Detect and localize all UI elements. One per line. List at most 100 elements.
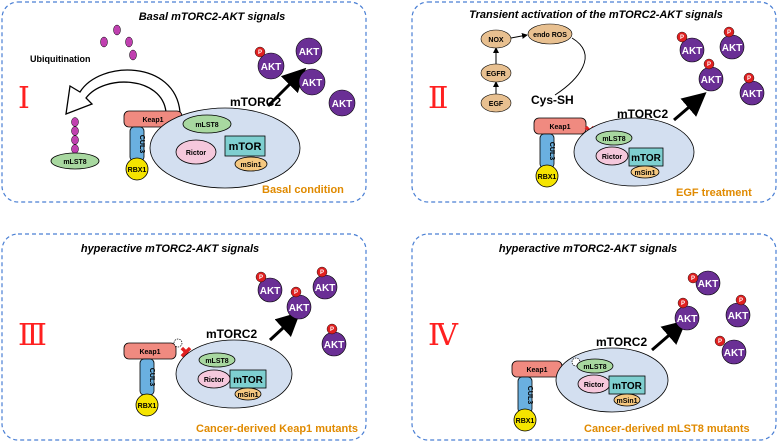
akt-circle xyxy=(295,37,323,65)
mtor-label: mTOR xyxy=(233,375,264,386)
keap1-mutation-mark xyxy=(173,338,183,348)
mtorc2-label: mTORC2 xyxy=(617,107,668,121)
ubiquitin-chain-dot xyxy=(71,126,79,136)
phospho-label: P xyxy=(258,50,262,56)
msin1-label: mSin1 xyxy=(634,170,655,177)
akt-label: AKT xyxy=(302,78,323,89)
mlst8-label: mLST8 xyxy=(205,358,228,365)
akt-label: AKT xyxy=(299,47,320,58)
egfr-label: EGFR xyxy=(486,71,505,78)
ubiquitination-arrow xyxy=(65,69,181,116)
ros-to-cys-line xyxy=(554,37,586,96)
akt-label: AKT xyxy=(701,75,722,86)
mlst8-label: mLST8 xyxy=(583,364,606,371)
keap1-label: Keap1 xyxy=(142,117,163,124)
cul3-label: CUL3 xyxy=(148,368,155,386)
panel-1-border xyxy=(1,1,367,203)
mlst8-oval xyxy=(576,358,614,374)
phospho-dot xyxy=(714,335,726,347)
phospho-label: P xyxy=(707,62,711,68)
mtor-label: mTOR xyxy=(612,381,643,392)
akt-circle xyxy=(257,52,285,80)
mlst8-label: mLST8 xyxy=(602,136,625,143)
ubiquitination-label: Ubiquitination xyxy=(30,54,91,64)
panel-3-border xyxy=(1,233,367,441)
panel-1: Basal mTORC2-AKT signals Ⅰ Ubiquitinatio… xyxy=(18,11,356,196)
panel-1-condition: Basal condition xyxy=(262,184,344,196)
ubiquitin-chain-dot xyxy=(71,135,79,145)
ubiquitin-dot xyxy=(100,36,108,48)
cys-sh-label: Cys-SH xyxy=(531,93,574,107)
akt-label: AKT xyxy=(324,340,345,351)
ubiquitin-dot xyxy=(113,24,121,36)
rbx1-label: RBX1 xyxy=(516,418,535,425)
phospho-dot xyxy=(703,58,715,70)
akt-circle xyxy=(695,270,721,296)
rictor-oval xyxy=(595,146,629,166)
nox-label: NOX xyxy=(488,37,504,44)
rictor-label: Rictor xyxy=(602,154,623,161)
akt-label: AKT xyxy=(315,283,336,294)
msin1-oval xyxy=(234,387,262,401)
phospho-dot xyxy=(735,294,747,306)
panel-3: hyperactive mTORC2-AKT signals Ⅲ Keap1 C… xyxy=(18,243,358,435)
akt-circle xyxy=(298,68,326,96)
akt-label: AKT xyxy=(722,43,743,54)
akt-label: AKT xyxy=(728,311,749,322)
ubiquitin-dot xyxy=(129,49,137,61)
rbx1-circle xyxy=(513,408,537,432)
msin1-label: mSin1 xyxy=(237,392,258,399)
phospho-label: P xyxy=(680,35,684,41)
nox-oval xyxy=(480,29,512,49)
ros-oval xyxy=(527,23,573,45)
panel-4-numeral: Ⅳ xyxy=(428,319,459,352)
keap1-label: Keap1 xyxy=(526,367,547,374)
ros-label: endo ROS xyxy=(533,32,567,39)
egf-label: EGF xyxy=(489,101,504,108)
phospho-label: P xyxy=(330,327,334,333)
msin1-label: mSin1 xyxy=(616,398,637,405)
phospho-dot xyxy=(255,271,267,283)
phospho-dot xyxy=(316,266,328,278)
akt-circle xyxy=(328,89,356,117)
panel-3-title: hyperactive mTORC2-AKT signals xyxy=(81,243,259,255)
akt-label: AKT xyxy=(332,99,353,110)
akt-label: AKT xyxy=(260,286,281,297)
mtorc2-label: mTORC2 xyxy=(596,335,647,349)
panel-4-title: hyperactive mTORC2-AKT signals xyxy=(499,243,677,255)
panel-4-border xyxy=(411,233,777,441)
akt-label: AKT xyxy=(261,62,282,73)
mtor-box xyxy=(224,135,266,157)
phospho-dot xyxy=(676,31,688,43)
panel-2: Transient activation of the mTORC2-AKT s… xyxy=(428,9,765,199)
rbx1-label: RBX1 xyxy=(138,403,157,410)
mlst8-oval xyxy=(198,352,236,368)
rictor-label: Rictor xyxy=(204,377,225,384)
msin1-label: mSin1 xyxy=(240,162,261,169)
cul3-label: CUL3 xyxy=(548,142,555,160)
panel-4-condition: Cancer-derived mLST8 mutants xyxy=(584,423,750,435)
akt-label: AKT xyxy=(742,89,763,100)
panel-2-numeral: Ⅱ xyxy=(428,82,448,115)
ubiquitin-chain-dot xyxy=(71,117,79,127)
keap1-label: Keap1 xyxy=(139,349,160,356)
akt-label: AKT xyxy=(677,314,698,325)
rictor-label: Rictor xyxy=(186,150,207,157)
phospho-dot xyxy=(723,26,735,38)
mlst8-oval xyxy=(595,130,633,146)
phospho-dot xyxy=(687,272,699,284)
mlst8-label: mLST8 xyxy=(195,122,218,129)
activation-arrow xyxy=(651,320,687,352)
panel-1-title: Basal mTORC2-AKT signals xyxy=(139,11,286,23)
rictor-oval xyxy=(175,139,217,165)
ubiquitin-dot xyxy=(125,36,133,48)
msin1-oval xyxy=(613,393,641,407)
phospho-label: P xyxy=(739,298,743,304)
panel-2-border xyxy=(411,1,777,203)
akt-label: AKT xyxy=(682,46,703,57)
mtor-label: mTOR xyxy=(229,141,262,153)
phospho-dot xyxy=(254,46,266,58)
mlst8-degraded xyxy=(50,152,100,170)
